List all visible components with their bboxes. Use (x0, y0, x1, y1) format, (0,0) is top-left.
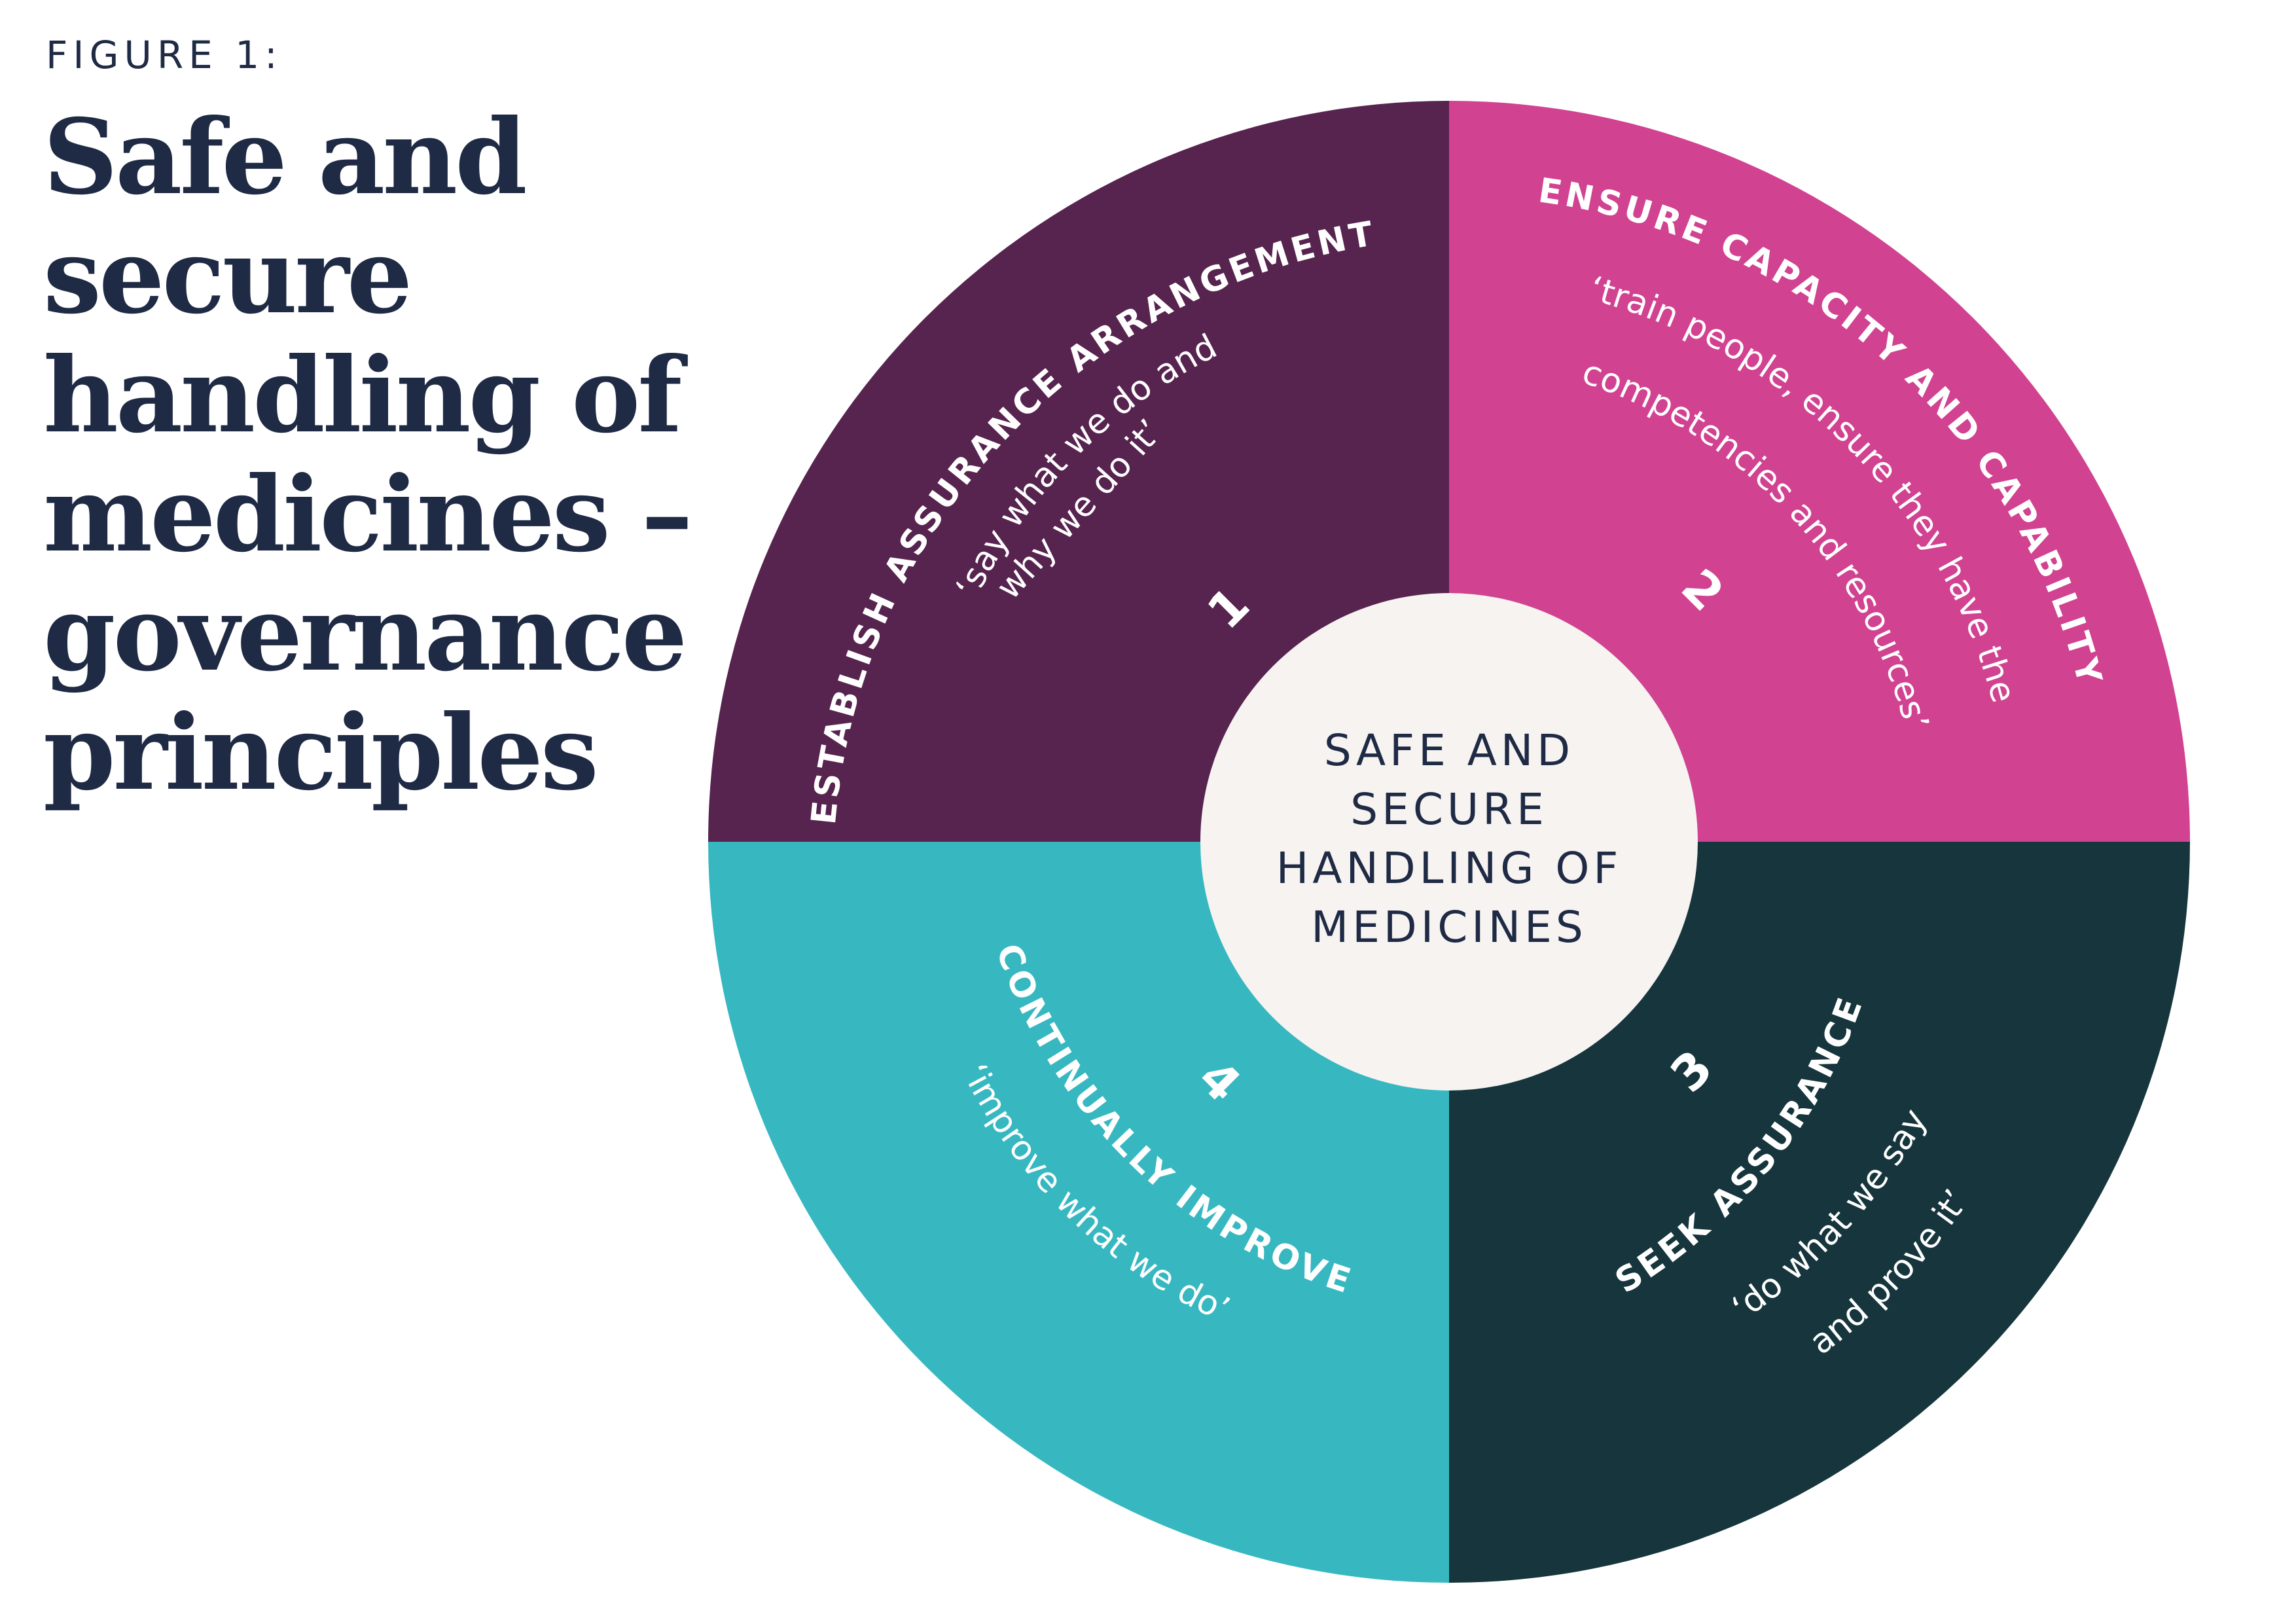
figure-label: FIGURE 1: (46, 33, 283, 77)
center-line-2: SECURE (1350, 784, 1548, 835)
segment-4-wedge (708, 842, 1449, 1583)
center-line-4: MEDICINES (1311, 902, 1587, 952)
center-line-1: SAFE AND (1324, 725, 1574, 776)
segment-1-wedge (708, 101, 1449, 842)
segment-3-wedge (1449, 842, 2190, 1583)
figure-title: Safe and secure handling of medicines – … (43, 97, 693, 814)
center-circle (1200, 593, 1698, 1091)
segment-2-wedge (1449, 101, 2190, 842)
center-line-3: HANDLING OF (1276, 843, 1623, 893)
